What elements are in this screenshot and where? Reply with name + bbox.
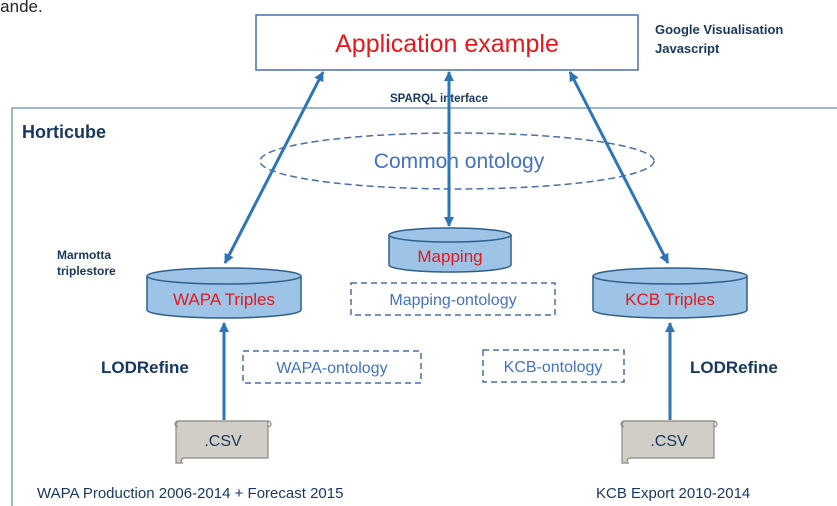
csv-right-label: .CSV — [650, 433, 688, 450]
marmotta-line1: Marmotta — [57, 248, 111, 262]
marmotta-triplestore-label: Marmotta triplestore — [57, 248, 116, 278]
csv-file-icon-left[interactable] — [174, 420, 272, 464]
mapping-cylinder[interactable] — [388, 227, 512, 273]
caption-right: KCB Export 2010-2014 — [596, 485, 750, 502]
sparql-interface-label: SPARQL interface — [390, 93, 488, 105]
wapa-triples-label: WAPA Triples — [173, 290, 275, 309]
lodrefine-left-label: LODRefine — [101, 358, 189, 377]
kcb-triples-label: KCB Triples — [625, 290, 715, 309]
kcb-ontology-label: KCB-ontology — [504, 359, 603, 376]
wapa-triples-cylinder[interactable] — [146, 267, 302, 319]
top-partial-text: mande. — [0, 0, 43, 16]
csv-file-icon-right[interactable] — [620, 420, 718, 464]
horticube-title: Horticube — [22, 122, 106, 142]
google-note-line1: Google Visualisation — [655, 22, 783, 37]
application-example-label: Application example — [335, 30, 559, 58]
google-note-line2: Javascript — [655, 41, 720, 56]
wapa-ontology-label: WAPA-ontology — [276, 360, 387, 377]
arrow-app-to-kcb — [568, 71, 670, 264]
kcb-triples-cylinder[interactable] — [592, 267, 748, 319]
google-visualisation-note: Google Visualisation Javascript — [655, 22, 787, 56]
csv-left-label: .CSV — [204, 433, 242, 450]
application-example-box[interactable] — [255, 14, 639, 71]
common-ontology-label: Common ontology — [374, 150, 545, 173]
kcb-ontology-box — [482, 349, 625, 383]
marmotta-line2: triplestore — [57, 264, 116, 278]
mapping-label: Mapping — [417, 247, 482, 266]
wapa-ontology-box — [242, 350, 422, 384]
caption-left: WAPA Production 2006-2014 + Forecast 201… — [37, 485, 343, 502]
lodrefine-right-label: LODRefine — [690, 358, 778, 377]
mapping-ontology-label: Mapping-ontology — [389, 292, 516, 309]
horticube-container — [11, 107, 837, 506]
mapping-ontology-box — [350, 282, 556, 316]
arrow-app-to-wapa — [223, 71, 325, 264]
